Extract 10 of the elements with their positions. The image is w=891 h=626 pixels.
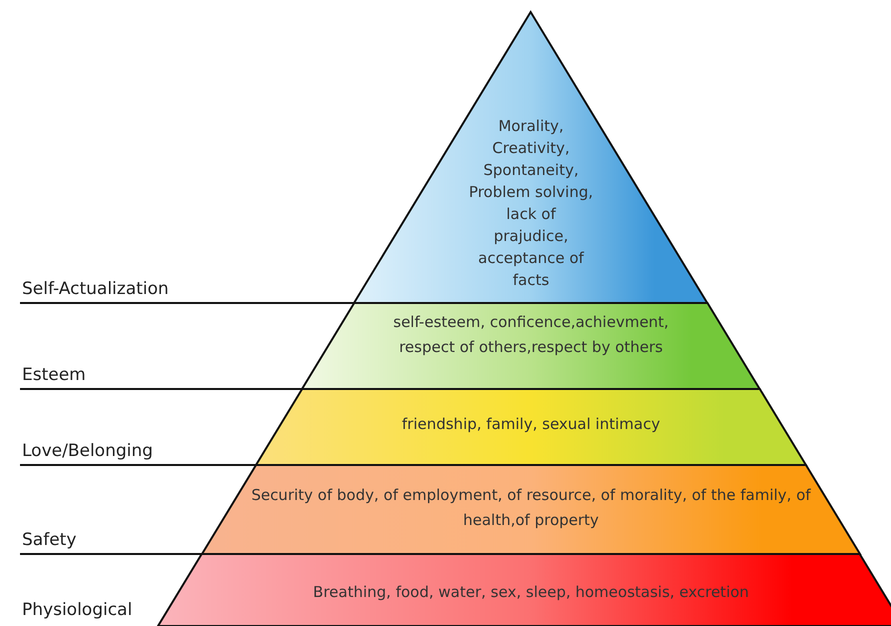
level-description: Breathing, food, water, sex, sleep, homeostasis, excretion xyxy=(312,582,750,603)
level-name: Safety xyxy=(22,530,76,550)
level-name: Love/Belonging xyxy=(22,441,153,461)
level-name: Esteem xyxy=(22,365,86,385)
level-description: self-esteem, conficence,achievment, respect of others,respect by others xyxy=(392,312,670,358)
level-name: Self-Actualization xyxy=(22,279,169,299)
level-description: friendship, family, sexual intimacy xyxy=(400,414,662,435)
level-description: Morality, Creativity, Spontaneity, Problem solving, lack of prajudice, acceptance of facts xyxy=(468,116,594,291)
level-name: Physiological xyxy=(22,600,132,620)
level-description: Security of body, of employment, of resource, of morality, of the family, of health,of property xyxy=(250,485,812,531)
